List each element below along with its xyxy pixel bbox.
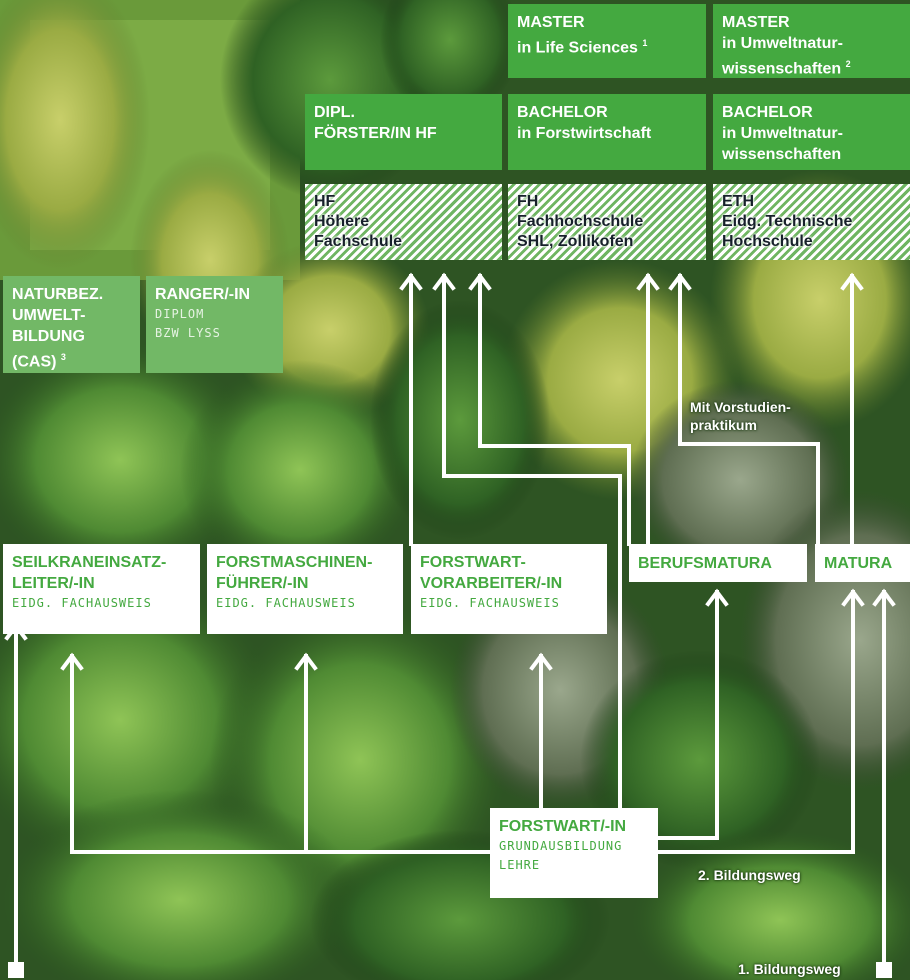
school-eth-code: ETH [722, 193, 754, 210]
school-fh-box: FH Fachhochschule SHL, Zollikofen [508, 184, 706, 260]
master-umweltnatur-box: MASTER in Umweltnatur- wissenschaften 2 [713, 4, 910, 78]
seilkran-line2: LEITER/-IN [12, 575, 95, 592]
naturbez-line3: BILDUNG [12, 328, 85, 345]
forstmaschinen-line2: FÜHRER/-IN [216, 575, 309, 592]
label-1-bildungsweg: 1. Bildungsweg [738, 961, 841, 977]
school-eth-line2: Eidg. Technische [722, 213, 853, 230]
dipl-foerster-line1: DIPL. [314, 104, 355, 121]
forstwart-lehre: LEHRE [499, 858, 541, 872]
forstwart-grundausbildung-box: FORSTWART/-IN GRUNDAUSBILDUNG LEHRE [490, 808, 658, 898]
footnote-3: 3 [60, 352, 66, 362]
school-eth-box: ETH Eidg. Technische Hochschule [713, 184, 910, 260]
forstwart-title: FORSTWART/-IN [499, 818, 627, 835]
bachelor-forstwirtschaft-line2: in Forstwirtschaft [517, 125, 652, 142]
footnote-2: 2 [845, 59, 851, 69]
matura-label: MATURA [824, 555, 893, 572]
forstmaschinen-fachausweis: EIDG. FACHAUSWEIS [216, 596, 356, 610]
seilkraneinsatzleiter-box: SEILKRANEINSATZ- LEITER/-IN EIDG. FACHAU… [3, 544, 200, 634]
naturbez-umweltbildung-box: NATURBEZ. UMWELT- BILDUNG (CAS) 3 [3, 276, 140, 373]
school-hf-box: HF Höhere Fachschule [305, 184, 502, 260]
note-vorstudien-line2: praktikum [690, 417, 757, 433]
school-fh-line3: SHL, Zollikofen [517, 233, 634, 250]
seilkran-fachausweis: EIDG. FACHAUSWEIS [12, 596, 152, 610]
footnote-1: 1 [642, 38, 648, 48]
forstwart-grundausbildung: GRUNDAUSBILDUNG [499, 839, 623, 853]
dipl-foerster-box: DIPL. FÖRSTER/IN HF [305, 94, 502, 170]
master-life-sciences-title: MASTER [517, 14, 585, 31]
master-umweltnatur-line3: wissenschaften [722, 60, 842, 78]
school-hf-line3: Fachschule [314, 233, 403, 250]
school-fh-line2: Fachhochschule [517, 213, 644, 230]
master-umweltnatur-line2: in Umweltnatur- [722, 35, 843, 52]
vorarbeiter-line1: FORSTWART- [420, 554, 526, 571]
master-life-sciences-subtitle: in Life Sciences [517, 39, 638, 57]
bachelor-umweltnatur-line1: BACHELOR [722, 104, 813, 121]
naturbez-line2: UMWELT- [12, 307, 86, 324]
vorarbeiter-fachausweis: EIDG. FACHAUSWEIS [420, 596, 560, 610]
dipl-foerster-line2: FÖRSTER/IN HF [314, 125, 437, 142]
berufsmatura-box: BERUFSMATURA [629, 544, 807, 582]
berufsmatura-label: BERUFSMATURA [638, 555, 772, 572]
ranger-title: RANGER/-IN [155, 286, 251, 303]
school-hf-code: HF [314, 193, 336, 210]
forstwart-vorarbeiter-box: FORSTWART- VORARBEITER/-IN EIDG. FACHAUS… [411, 544, 607, 634]
naturbez-line1: NATURBEZ. [12, 286, 104, 303]
naturbez-line4: (CAS) [12, 353, 57, 371]
note-vorstudienpraktikum: Mit Vorstudien- praktikum [690, 398, 791, 434]
forstmaschinenfuehrer-box: FORSTMASCHINEN- FÜHRER/-IN EIDG. FACHAUS… [207, 544, 403, 634]
bachelor-umweltnatur-line2: in Umweltnatur- [722, 125, 843, 142]
school-hf-line2: Höhere [314, 213, 370, 230]
forstmaschinen-line1: FORSTMASCHINEN- [216, 554, 373, 571]
vorarbeiter-line2: VORARBEITER/-IN [420, 575, 563, 592]
ranger-bzw-lyss: BZW LYSS [155, 326, 221, 340]
master-umweltnatur-title: MASTER [722, 14, 790, 31]
matura-box: MATURA [815, 544, 910, 582]
bachelor-forstwirtschaft-box: BACHELOR in Forstwirtschaft [508, 94, 706, 170]
label-2-bildungsweg: 2. Bildungsweg [698, 867, 801, 883]
note-vorstudien-line1: Mit Vorstudien- [690, 399, 791, 415]
bachelor-umweltnatur-box: BACHELOR in Umweltnatur- wissenschaften [713, 94, 910, 170]
ranger-diplom: DIPLOM [155, 307, 205, 321]
bachelor-umweltnatur-line3: wissenschaften [722, 146, 842, 163]
seilkran-line1: SEILKRANEINSATZ- [12, 554, 167, 571]
school-fh-code: FH [517, 193, 539, 210]
master-life-sciences-box: MASTER in Life Sciences 1 [508, 4, 706, 78]
bachelor-forstwirtschaft-line1: BACHELOR [517, 104, 608, 121]
ranger-box: RANGER/-IN DIPLOM BZW LYSS [146, 276, 283, 373]
school-eth-line3: Hochschule [722, 233, 813, 250]
